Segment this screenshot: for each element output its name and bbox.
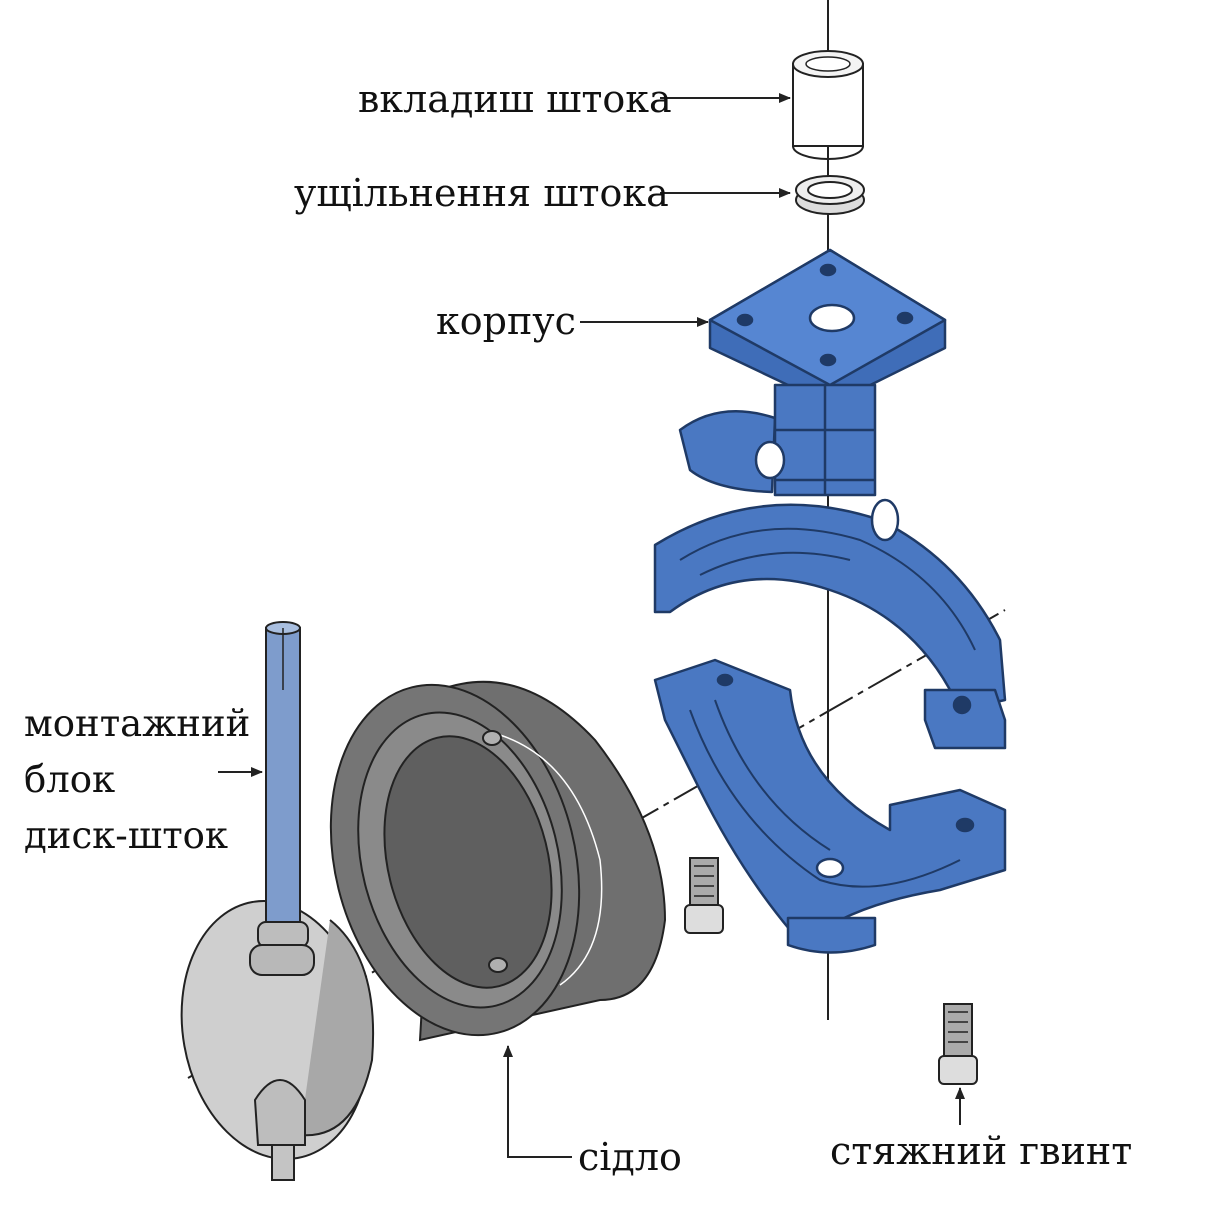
disc-stem-label-line-1: монтажний bbox=[24, 702, 251, 745]
seat-arrow bbox=[503, 1045, 572, 1158]
stem-bushing-part bbox=[792, 50, 864, 160]
seat-label: сідло bbox=[578, 1135, 682, 1179]
clamp-screw-part-1 bbox=[684, 857, 724, 934]
stem-seal-label: ущільнення штока bbox=[294, 171, 669, 215]
valve-body-part bbox=[653, 248, 1007, 954]
seat-part bbox=[329, 680, 667, 1042]
disc-stem-label-line-2: блок bbox=[24, 758, 116, 801]
disc-stem-part bbox=[180, 621, 375, 1181]
disc-stem-label: монтажний блок диск-шток bbox=[24, 696, 250, 864]
stem-bushing-label: вкладиш штока bbox=[358, 77, 672, 121]
stem-seal-part bbox=[795, 175, 865, 215]
disc-stem-label-line-3: диск-шток bbox=[24, 814, 229, 857]
clamp-screw-label: стяжний гвинт bbox=[830, 1129, 1133, 1173]
clamp-screw-part-2 bbox=[938, 1003, 978, 1085]
body-label: корпус bbox=[436, 299, 576, 343]
